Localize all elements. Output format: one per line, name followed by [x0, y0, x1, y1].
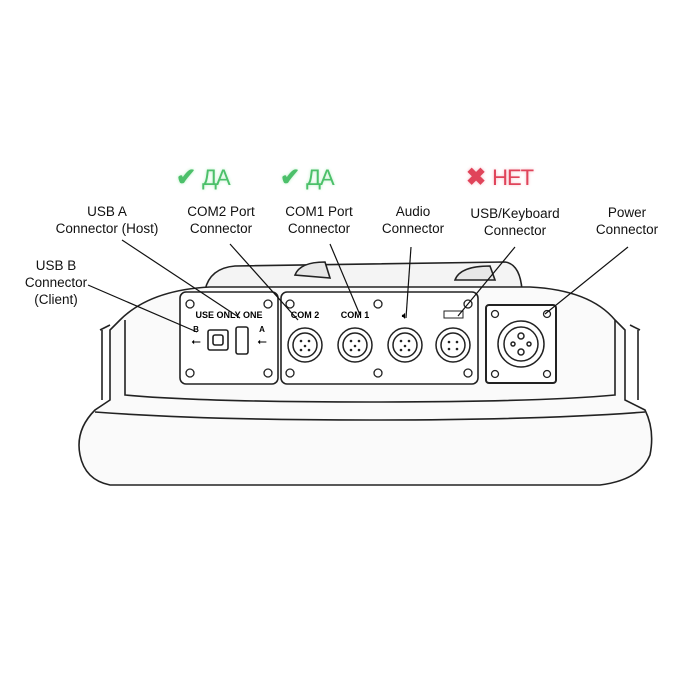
usb-keyboard-connector — [435, 327, 471, 363]
port-a-label: A — [259, 325, 265, 334]
label-line: Connector — [287, 221, 351, 236]
label-line: Connector — [595, 222, 659, 237]
com2-connector — [287, 327, 323, 363]
label-com1: COM1 Port Connector — [285, 203, 353, 237]
label-line: USB A — [87, 204, 127, 219]
usb-icon: ⭠ — [191, 334, 201, 348]
label-line: USB B — [35, 258, 77, 273]
label-usb-keyboard: USB/Keyboard Connector — [470, 205, 559, 239]
usb-b-port — [207, 329, 229, 351]
keyboard-icon — [443, 310, 464, 319]
usb-panel — [179, 291, 279, 385]
label-line: COM1 Port — [285, 204, 353, 219]
usb-icon: ⭠ — [257, 334, 267, 348]
com2-panel-label: COM 2 — [291, 310, 320, 320]
com1-connector — [337, 327, 373, 363]
label-line: Connector — [381, 221, 445, 236]
usb-a-port — [235, 326, 249, 355]
label-line: COM2 Port — [187, 204, 255, 219]
label-power: Power Connector — [596, 204, 658, 238]
status-text: НЕТ — [492, 164, 534, 190]
label-line: Power — [607, 205, 647, 220]
label-audio: Audio Connector — [382, 203, 444, 237]
check-icon: ✔ — [176, 164, 197, 191]
port-b-label: B — [193, 325, 199, 334]
panel-screws — [185, 299, 552, 379]
label-usb-a: USB A Connector (Host) — [56, 203, 159, 237]
label-line: Connector — [483, 223, 547, 238]
leader-lines — [87, 239, 629, 333]
status-text: ДА — [202, 164, 231, 190]
cross-icon: ✖ — [466, 164, 487, 191]
label-line: USB/Keyboard — [470, 206, 560, 221]
label-line: (Client) — [34, 292, 78, 307]
label-line: Audio — [395, 204, 431, 219]
device-top-bump — [204, 261, 523, 291]
status-mark-com2: ✔ ДА — [176, 163, 231, 192]
label-usb-b: USB B Connector (Client) — [25, 257, 87, 308]
power-panel — [485, 304, 557, 384]
label-line: Connector (Host) — [55, 221, 159, 236]
use-only-one-label: USE ONLY ONE — [195, 310, 262, 320]
status-mark-com1: ✔ ДА — [280, 163, 335, 192]
power-connector — [497, 320, 545, 368]
check-icon: ✔ — [280, 164, 301, 191]
speaker-icon: 🔈︎ — [402, 310, 409, 322]
audio-connector — [387, 327, 423, 363]
status-mark-usb-keyboard: ✖ НЕТ — [466, 163, 534, 192]
label-line: Connector — [24, 275, 88, 290]
status-text: ДА — [306, 164, 335, 190]
com-panel — [280, 291, 479, 385]
label-line: Connector — [189, 221, 253, 236]
com1-panel-label: COM 1 — [341, 310, 370, 320]
label-com2: COM2 Port Connector — [187, 203, 255, 237]
